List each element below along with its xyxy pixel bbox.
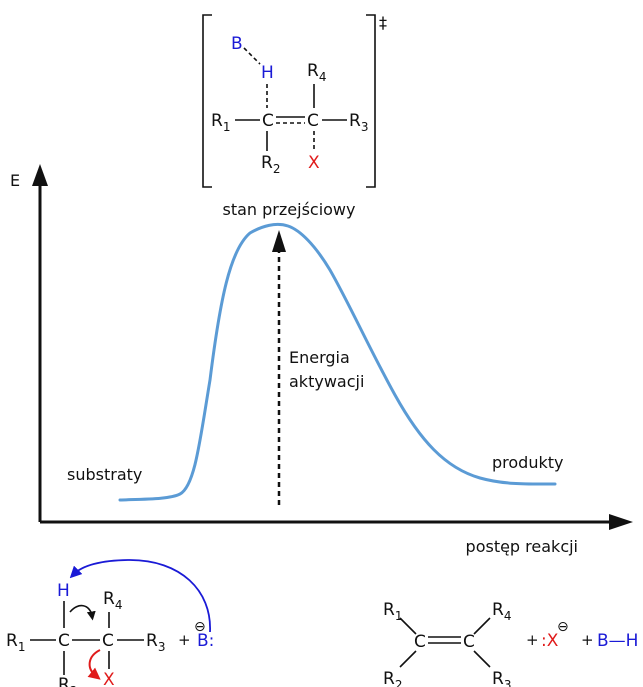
leaving-group-arrow (87, 649, 101, 680)
axes: E postęp reakcji (10, 164, 633, 556)
ts-carbon-left: C (262, 111, 274, 131)
transition-state-label: stan przejściowy (223, 200, 356, 219)
left-bracket (202, 14, 212, 188)
product-leaving-group-label: :X (541, 631, 559, 651)
ts-b-h-partial-bond (243, 47, 261, 65)
ts-base-label: B (231, 34, 243, 54)
reactant-r4-label: R4 (103, 589, 122, 612)
ts-carbon-right: C (307, 111, 319, 131)
reactant-carbon-left: C (58, 631, 70, 651)
reactant-r1-label: R1 (6, 631, 25, 654)
products-label: produkty (492, 453, 563, 472)
product-bh-label: B—H (597, 631, 638, 651)
product-plus-sign-2: + (581, 631, 594, 649)
product-carbon-right: C (463, 632, 475, 652)
product-r2-label: R2 (383, 669, 402, 687)
reactant-base-label: B: (197, 631, 214, 651)
product-c-r3-bond (473, 650, 491, 668)
ts-r2-label: R2 (261, 153, 280, 176)
product-c-r2-bond (399, 650, 417, 668)
electron-shift-arrow (69, 604, 96, 621)
x-axis-label: postęp reakcji (466, 537, 578, 556)
double-dagger-symbol: ‡ (379, 13, 387, 32)
ts-leaving-group-label: X (308, 153, 320, 173)
ts-r1-label: R1 (211, 111, 230, 134)
product-r1-c-bond (399, 617, 417, 635)
reactant-carbon-right: C (102, 631, 114, 651)
base-charge-symbol: ⊖ (194, 619, 206, 635)
leaving-group-charge-symbol: ⊖ (557, 619, 569, 635)
product-plus-sign-1: + (526, 631, 539, 649)
activation-energy-label-line1: Energia (289, 348, 350, 367)
ts-hydrogen-label: H (261, 63, 274, 83)
base-attack-arrow (69, 559, 211, 633)
reactant-leaving-group-label: X (103, 670, 115, 687)
reactant-hydrogen-label: H (57, 581, 70, 601)
x-axis-arrowhead (609, 514, 633, 530)
product-r1-label: R1 (383, 600, 402, 623)
energy-curve (118, 222, 557, 502)
product-r3-label: R3 (492, 669, 511, 687)
transition-state-structure: ‡ B H R4 R1 C C R3 R2 X (202, 13, 387, 188)
reactants-label: substraty (67, 465, 142, 484)
product-c-r4-bond (473, 617, 491, 635)
reactant-r2-label: R2 (58, 675, 77, 687)
y-axis-label: E (10, 171, 20, 190)
right-bracket (366, 14, 376, 188)
ts-r4-label: R4 (307, 61, 326, 84)
reactant-r3-label: R3 (146, 631, 165, 654)
product-carbon-left: C (414, 632, 426, 652)
product-structure: R1 R4 C C R2 R3 + :X ⊖ + B—H (383, 600, 638, 687)
activation-energy-label-line2: aktywacji (289, 372, 364, 391)
reactant-plus-sign: + (178, 631, 191, 649)
activation-energy-arrowhead (272, 230, 286, 252)
y-axis-arrowhead (32, 164, 48, 186)
product-r4-label: R4 (492, 600, 511, 623)
ts-r3-label: R3 (349, 111, 368, 134)
reactant-structure: H R4 R1 C C R3 R2 X + ⊖ B: (6, 559, 214, 687)
